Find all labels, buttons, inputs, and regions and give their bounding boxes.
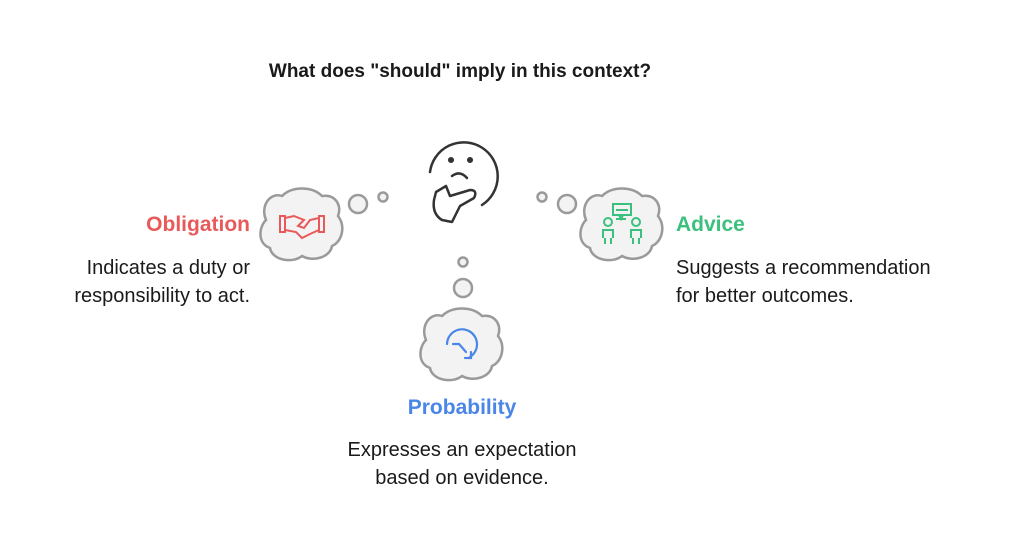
obligation-cloud <box>259 187 344 262</box>
desc-line: responsibility to act. <box>74 285 250 307</box>
diagram-title: What does "should" imply in this context… <box>268 61 652 82</box>
thought-bubbles <box>347 191 578 299</box>
probability-cloud <box>419 307 504 382</box>
handshake-icon <box>279 214 325 240</box>
desc-line: Expresses an expectation <box>347 439 577 461</box>
probability-label: Probability <box>407 396 517 419</box>
desc-line: based on evidence. <box>375 467 549 489</box>
thinking-face-icon <box>428 141 499 224</box>
advice-description: Suggests a recommendation for better out… <box>676 254 931 310</box>
advice-cloud <box>579 187 664 262</box>
desc-line: Suggests a recommendation <box>676 257 931 279</box>
advice-label: Advice <box>676 213 745 236</box>
probability-description: Expresses an expectation based on eviden… <box>262 436 662 492</box>
obligation-description: Indicates a duty or responsibility to ac… <box>74 254 250 310</box>
rotate-arrow-icon <box>445 328 479 360</box>
desc-line: for better outcomes. <box>676 285 854 307</box>
conversation-icon <box>602 203 642 244</box>
desc-line: Indicates a duty or <box>86 257 250 279</box>
obligation-label: Obligation <box>146 213 250 236</box>
